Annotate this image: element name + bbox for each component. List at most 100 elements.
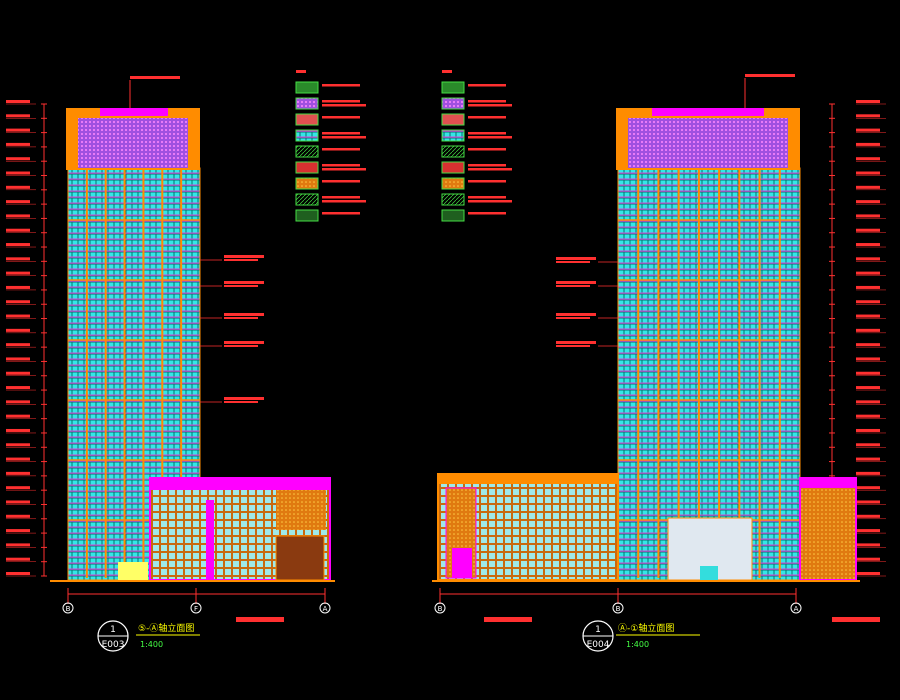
- legend-text-mark: [468, 148, 506, 151]
- legend-swatch: [441, 209, 465, 222]
- right-grid-bubble-label: B: [616, 605, 621, 613]
- annotation-text-mark: [224, 317, 258, 319]
- legend-swatch: [295, 177, 319, 190]
- legend-text-mark: [322, 132, 360, 135]
- legend-text-mark: [322, 164, 360, 167]
- right-entrance-door: [700, 566, 718, 580]
- legend-swatch: [295, 97, 319, 110]
- level-label-mark: [856, 343, 880, 347]
- left-podium-fascia: [150, 478, 330, 490]
- right-level-ladder: [829, 100, 886, 577]
- level-label-mark: [6, 400, 30, 404]
- level-label-mark: [6, 314, 30, 318]
- right-crown-cap: [652, 108, 764, 116]
- left-annotations: [129, 76, 264, 403]
- annotation-text-mark: [224, 313, 264, 316]
- level-label-mark: [6, 142, 30, 146]
- level-label-mark: [856, 414, 880, 418]
- right-note-tag: [832, 617, 880, 622]
- annotation-text-mark: [556, 341, 596, 344]
- legend-text-mark: [468, 168, 512, 171]
- level-label-mark: [6, 386, 30, 390]
- legend-right: [441, 70, 512, 222]
- level-label-mark: [856, 443, 880, 447]
- annotation-text-mark: [556, 257, 596, 260]
- level-label-mark: [856, 185, 880, 189]
- annotation-text-mark: [224, 259, 258, 261]
- annotation-text-mark: [556, 317, 590, 319]
- right-grid-bubble-label: A: [794, 605, 799, 613]
- legend-text-mark: [468, 196, 506, 199]
- level-label-mark: [856, 357, 880, 361]
- right-view-title: Ⓐ-①轴立面图: [618, 622, 674, 634]
- level-label-mark: [6, 514, 30, 518]
- right-grid-bubble: B: [612, 602, 624, 614]
- legend-swatch: [295, 113, 319, 126]
- level-label-mark: [856, 100, 880, 103]
- annotation-text-mark: [224, 281, 264, 284]
- left-elevation: B F A 1 E003 ⑤-Ⓐ轴立面图 1:400: [6, 76, 335, 652]
- left-note-tag: [236, 617, 284, 622]
- crown-callout-mark: [130, 76, 180, 79]
- left-crown-screen: [78, 118, 188, 168]
- level-label-mark: [6, 529, 30, 533]
- legend-swatch: [295, 81, 319, 94]
- annotation-text-mark: [556, 261, 590, 263]
- level-label-mark: [856, 514, 880, 518]
- legend-swatch: [441, 145, 465, 158]
- left-podium-entrance: [275, 535, 325, 581]
- level-label-mark: [6, 285, 30, 289]
- right-title-block: 1 E004 Ⓐ-①轴立面图 1:400: [582, 620, 700, 652]
- legend-text-mark: [322, 104, 366, 107]
- level-label-mark: [6, 171, 30, 175]
- level-label-mark: [6, 357, 30, 361]
- legend-text-mark: [468, 104, 512, 107]
- right-note-tag: [484, 617, 532, 622]
- annotation-text-mark: [556, 345, 590, 347]
- legend-swatch: [441, 97, 465, 110]
- left-grid-bubble-label: A: [323, 605, 328, 613]
- level-label-mark: [856, 500, 880, 504]
- left-grid-bubble-label: B: [66, 605, 71, 613]
- left-grid-bubble: A: [319, 602, 331, 614]
- legend-text-mark: [322, 212, 360, 215]
- level-label-mark: [6, 271, 30, 275]
- right-tower-facade: [617, 167, 801, 581]
- annotation-text-mark: [224, 401, 258, 403]
- level-label-mark: [856, 471, 880, 475]
- level-label-mark: [6, 343, 30, 347]
- level-label-mark: [856, 486, 880, 490]
- left-circle-number: 1: [110, 625, 116, 635]
- annotation-text-mark: [556, 281, 596, 284]
- right-grid-bubble: A: [790, 602, 802, 614]
- level-label-mark: [856, 257, 880, 261]
- right-annex: [799, 477, 857, 581]
- legend-text-mark: [322, 168, 366, 171]
- level-label-mark: [856, 285, 880, 289]
- legend-swatch: [441, 113, 465, 126]
- level-label-mark: [6, 257, 30, 261]
- level-label-mark: [6, 414, 30, 418]
- legend-swatch: [441, 129, 465, 142]
- level-label-mark: [6, 543, 30, 547]
- level-label-mark: [856, 243, 880, 247]
- level-label-mark: [856, 314, 880, 318]
- legend-text-mark: [468, 180, 506, 183]
- legend-swatch: [441, 177, 465, 190]
- left-view-title: ⑤-Ⓐ轴立面图: [138, 622, 194, 634]
- level-label-mark: [6, 200, 30, 204]
- right-annex-fascia: [800, 478, 856, 488]
- legend-swatch: [295, 193, 319, 206]
- right-circle-number: 1: [595, 625, 601, 635]
- legend-text-mark: [468, 136, 512, 139]
- right-tower-mullions: [618, 170, 800, 578]
- level-label-mark: [856, 328, 880, 332]
- left-base-door: [118, 562, 148, 580]
- level-label-mark: [6, 557, 30, 561]
- legend-left: [295, 70, 366, 222]
- legend-text-mark: [322, 148, 360, 151]
- legend-text-mark: [468, 84, 506, 87]
- level-label-mark: [6, 100, 30, 103]
- level-label-mark: [6, 371, 30, 375]
- level-label-mark: [856, 572, 880, 575]
